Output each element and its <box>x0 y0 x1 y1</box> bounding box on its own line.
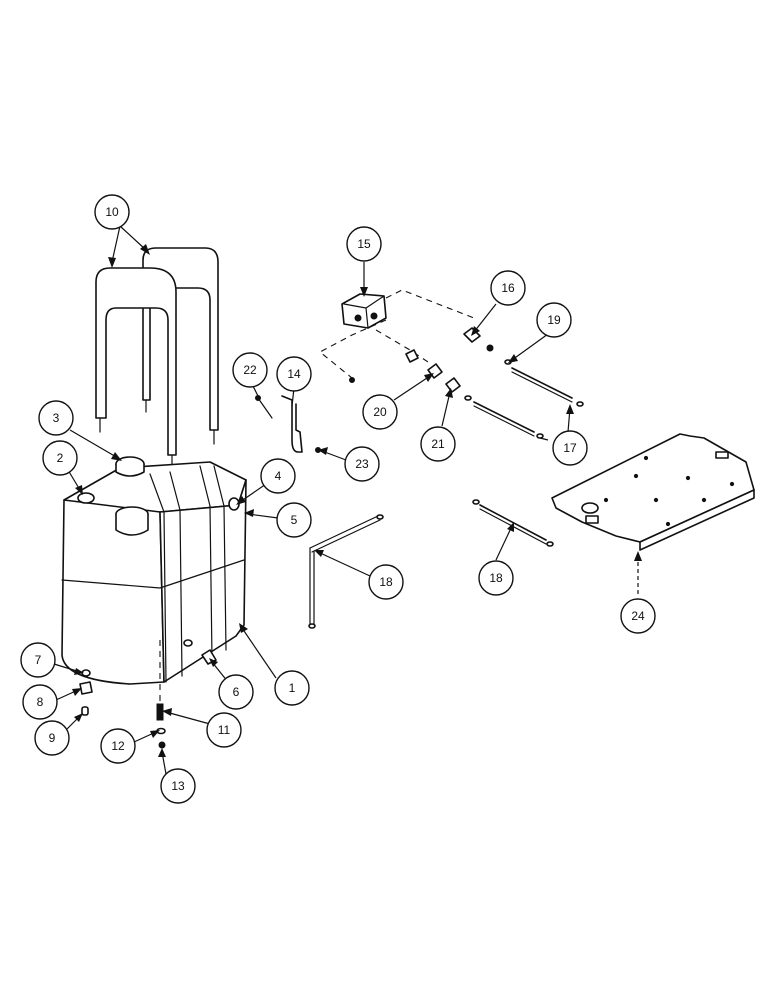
callout-14: 14 <box>276 356 312 392</box>
callout-3: 3 <box>38 400 74 436</box>
callout-label: 11 <box>218 723 231 737</box>
callout-label: 5 <box>291 513 298 527</box>
callout-label: 22 <box>243 363 257 377</box>
callout-8: 8 <box>22 684 58 720</box>
hidden-assembly-lines <box>319 289 475 379</box>
callout-1: 1 <box>274 670 310 706</box>
callout-label: 6 <box>233 685 240 699</box>
tank-strap-front <box>95 267 177 456</box>
callout-6: 6 <box>218 674 254 710</box>
callout-13: 13 <box>160 768 196 804</box>
callout-label: 12 <box>111 739 125 753</box>
clamp-21 <box>445 377 461 393</box>
callout-24: 24 <box>620 598 656 634</box>
callout-12: 12 <box>100 728 136 764</box>
callout-22: 22 <box>232 352 268 388</box>
callout-label: 21 <box>431 437 445 451</box>
callout-label: 3 <box>53 411 60 425</box>
callout-label: 1 <box>289 681 296 695</box>
fuel-tank <box>61 456 247 685</box>
callout-label: 17 <box>563 441 577 455</box>
callout-10: 10 <box>94 194 130 230</box>
callout-2: 2 <box>42 440 78 476</box>
callout-16: 16 <box>490 270 526 306</box>
drain-plug-11 <box>156 703 164 721</box>
rod-17 <box>464 395 544 439</box>
callout-label: 13 <box>171 779 185 793</box>
callout-label: 9 <box>49 731 56 745</box>
bolt-22 <box>255 395 273 419</box>
callout-9: 9 <box>34 720 70 756</box>
callout-23: 23 <box>344 446 380 482</box>
rod-19 <box>504 359 584 407</box>
callout-19: 19 <box>536 302 572 338</box>
callout-15: 15 <box>346 226 382 262</box>
callout-label: 24 <box>631 609 645 623</box>
callout-label: 14 <box>287 367 301 381</box>
callout-17: 17 <box>552 430 588 466</box>
mounting-plate-24 <box>551 433 755 551</box>
callout-label: 10 <box>105 205 119 219</box>
callout-5: 5 <box>276 502 312 538</box>
callout-label: 19 <box>547 313 561 327</box>
callout-label: 2 <box>57 451 64 465</box>
callout-label: 23 <box>355 457 369 471</box>
leader-lines <box>53 225 642 775</box>
callout-label: 16 <box>501 281 515 295</box>
callout-7: 7 <box>20 642 56 678</box>
callout-label: 20 <box>373 405 387 419</box>
nut-13 <box>158 741 166 749</box>
callout-label: 8 <box>37 695 44 709</box>
bracket-14 <box>281 395 303 453</box>
callout-4: 4 <box>260 458 296 494</box>
rod-18-bent <box>308 514 384 629</box>
callout-11: 11 <box>206 712 242 748</box>
sender-unit-15 <box>341 293 387 329</box>
callout-18-right: 18 <box>478 560 514 596</box>
callout-label: 18 <box>489 571 503 585</box>
callout-21: 21 <box>420 426 456 462</box>
cap-9 <box>81 706 89 716</box>
callout-label: 18 <box>379 575 393 589</box>
callout-label: 4 <box>275 469 282 483</box>
callout-label: 7 <box>35 653 42 667</box>
callout-18-left: 18 <box>368 564 404 600</box>
fitting-8 <box>79 681 93 695</box>
callout-label: 15 <box>357 237 371 251</box>
callout-20: 20 <box>362 394 398 430</box>
